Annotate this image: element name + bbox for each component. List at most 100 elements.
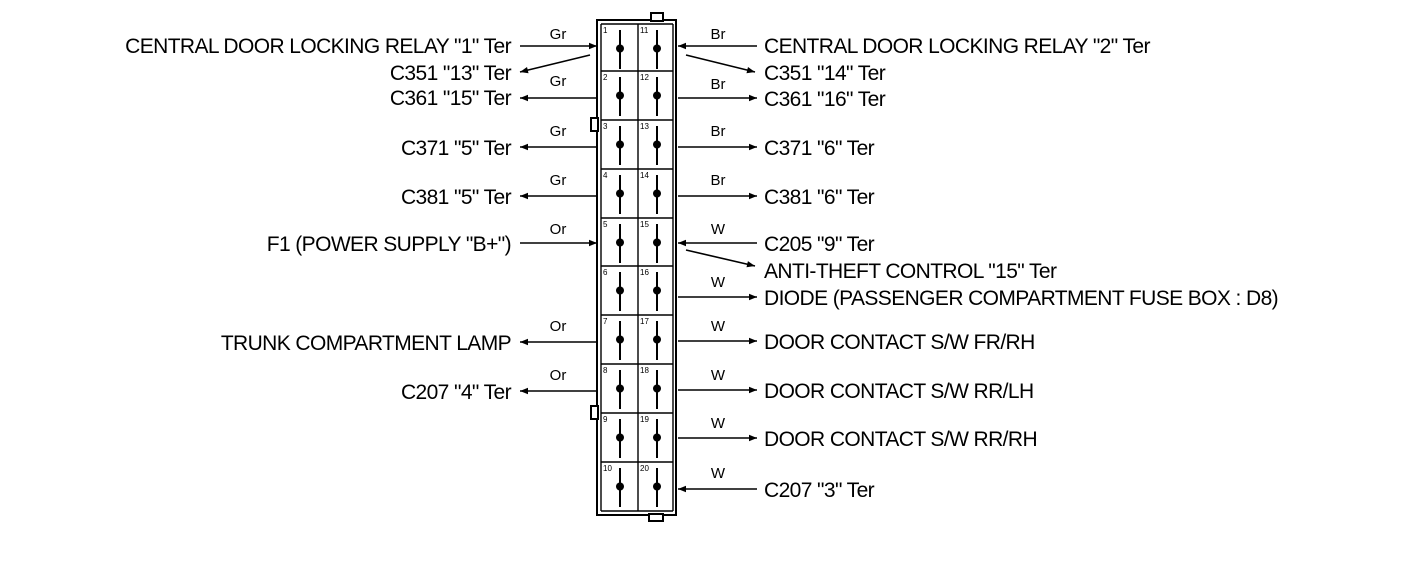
- circuit-label: C381 "6" Ter: [764, 186, 875, 209]
- circuit-label: C351 "14" Ter: [764, 62, 886, 85]
- pin-20: 20: [640, 464, 661, 507]
- wire-color-code: Br: [711, 172, 726, 189]
- left-wire-group: Gr CENTRAL DOOR LOCKING RELAY "1" TerC351…: [125, 26, 597, 404]
- circuit-label: CENTRAL DOOR LOCKING RELAY "2" Ter: [764, 35, 1150, 58]
- pin-number: 4: [603, 171, 608, 180]
- pin-8: 8: [603, 366, 624, 409]
- pin-number: 1: [603, 26, 608, 35]
- pin-contact: [616, 44, 624, 53]
- pin-2: 2: [603, 73, 624, 116]
- circuit-label: C371 "5" Ter: [401, 137, 512, 160]
- circuit-label: C361 "15" Ter: [390, 87, 512, 110]
- pin-number: 14: [640, 171, 649, 180]
- pin-number: 19: [640, 415, 649, 424]
- circuit-label: C361 "16" Ter: [764, 88, 886, 111]
- pin-contact: [616, 189, 624, 198]
- pin-number: 6: [603, 268, 608, 277]
- circuit-label: CENTRAL DOOR LOCKING RELAY "1" Ter: [125, 35, 511, 58]
- pin-contact: [653, 238, 661, 247]
- pin-6: 6: [603, 268, 624, 311]
- circuit-label: C207 "3" Ter: [764, 479, 875, 502]
- wire-color-code: W: [711, 221, 726, 238]
- pin-contact: [616, 91, 624, 100]
- pin-contact: [616, 384, 624, 393]
- wire-color-code: Gr: [550, 123, 567, 140]
- wire-color-code: Br: [711, 26, 726, 43]
- circuit-label: C205 "9" Ter: [764, 233, 875, 256]
- pin-15: 15: [640, 220, 661, 263]
- right-wire-c207-3-ter: W C207 "3" Ter: [678, 465, 875, 502]
- pin-number: 15: [640, 220, 649, 229]
- circuit-label: DIODE (PASSENGER COMPARTMENT FUSE BOX : …: [764, 287, 1278, 310]
- pin-17: 17: [640, 317, 661, 360]
- left-wire-c351-13-ter: C351 "13" Ter: [390, 54, 591, 85]
- pin-contact: [653, 384, 661, 393]
- pin-7: 7: [603, 317, 624, 360]
- wire-color-code: Br: [711, 76, 726, 93]
- wire-color-code: W: [711, 318, 726, 335]
- pin-number: 17: [640, 317, 649, 326]
- pin-5: 5: [603, 220, 624, 263]
- pin-contact: [653, 433, 661, 442]
- wire-color-code: Br: [711, 123, 726, 140]
- pin-contact: [653, 189, 661, 198]
- right-wire-door-contact-s-w-rr-rh: W DOOR CONTACT S/W RR/RH: [678, 415, 1038, 451]
- circuit-label: TRUNK COMPARTMENT LAMP: [221, 332, 511, 355]
- pin-13: 13: [640, 122, 661, 165]
- circuit-label: DOOR CONTACT S/W RR/RH: [764, 428, 1037, 451]
- pin-12: 12: [640, 73, 661, 116]
- pin-contact: [616, 335, 624, 344]
- pin-number: 20: [640, 464, 649, 473]
- pin-number: 8: [603, 366, 608, 375]
- pin-contact: [616, 286, 624, 295]
- pin-number: 3: [603, 122, 608, 131]
- side-key-upper: [590, 117, 599, 132]
- pin-number: 11: [640, 26, 649, 35]
- pin-contact: [653, 44, 661, 53]
- pin-contact: [653, 140, 661, 149]
- right-wire-door-contact-s-w-rr-lh: W DOOR CONTACT S/W RR/LH: [678, 367, 1034, 403]
- pin-3: 3: [603, 122, 624, 165]
- wire-line: [685, 54, 756, 74]
- wire-color-code: Gr: [550, 73, 567, 90]
- pin-contact: [653, 482, 661, 491]
- pin-contact: [616, 140, 624, 149]
- wire-color-code: Or: [550, 318, 567, 335]
- pin-number: 12: [640, 73, 649, 82]
- circuit-label: C381 "5" Ter: [401, 186, 512, 209]
- right-wire-anti-theft-control-15-ter: ANTI-THEFT CONTROL "15" Ter: [685, 249, 1058, 283]
- wire-line: [519, 54, 591, 74]
- pin-1: 1: [603, 26, 624, 69]
- pin-number: 16: [640, 268, 649, 277]
- pin-number: 18: [640, 366, 649, 375]
- wire-color-code: W: [711, 367, 726, 384]
- wire-color-code: W: [711, 415, 726, 432]
- circuit-label: DOOR CONTACT S/W RR/LH: [764, 380, 1034, 403]
- pin-4: 4: [603, 171, 624, 214]
- circuit-label: C207 "4" Ter: [401, 381, 512, 404]
- pin-number: 10: [603, 464, 612, 473]
- pin-16: 16: [640, 268, 661, 311]
- wire-line: [685, 249, 756, 268]
- pin-contact: [653, 286, 661, 295]
- circuit-label: C371 "6" Ter: [764, 137, 875, 160]
- wire-color-code: W: [711, 465, 726, 482]
- pin-number: 5: [603, 220, 608, 229]
- pin-19: 19: [640, 415, 661, 458]
- pin-11: 11: [640, 26, 661, 69]
- circuit-label: F1 (POWER SUPPLY "B+"): [267, 233, 511, 256]
